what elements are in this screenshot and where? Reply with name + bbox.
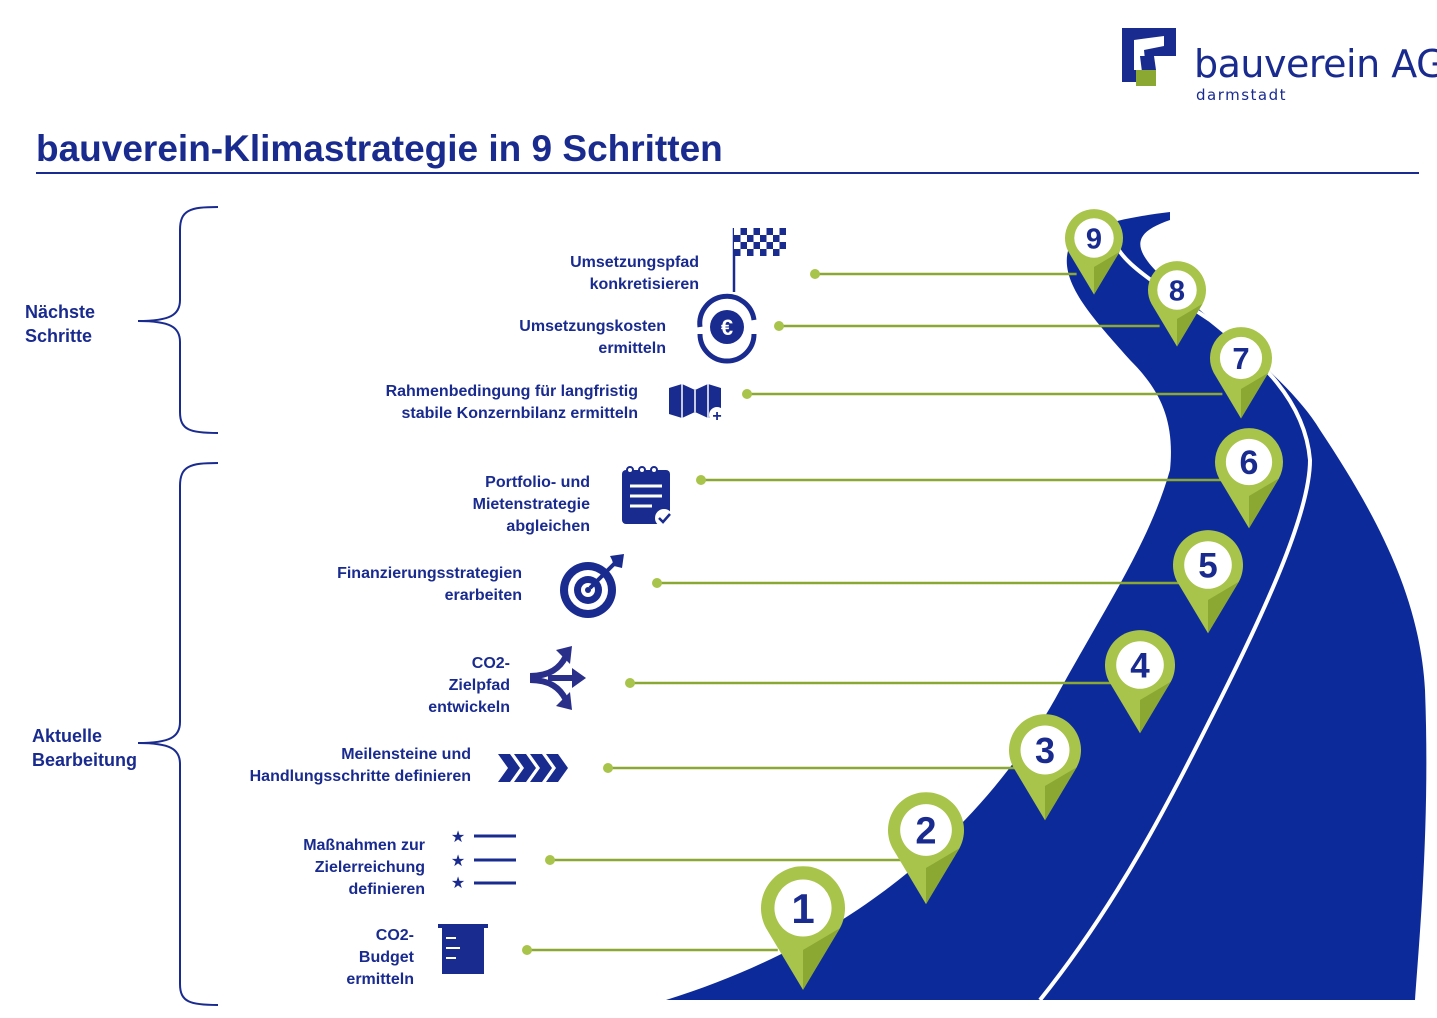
- checklist-icon: [622, 466, 673, 527]
- target-icon: [560, 554, 624, 618]
- page-title: bauverein-Klimastrategie in 9 Schritten: [36, 128, 723, 169]
- step-label-4: CO2- Zielpfad entwickeln: [428, 655, 510, 716]
- svg-text:★: ★: [451, 873, 465, 892]
- map-pin-5: 5: [1173, 530, 1244, 634]
- map-pin-3: 3: [1009, 714, 1081, 821]
- connector-dot-5: [652, 578, 662, 588]
- connector-dot-2: [545, 855, 555, 865]
- step-label-5: Finanzierungsstrategien erarbeiten: [337, 565, 522, 604]
- pin-number-9: 9: [1086, 223, 1102, 255]
- connector-dot-8: [774, 321, 784, 331]
- split-arrows-icon: [529, 646, 586, 710]
- logo-city: darmstadt: [1196, 86, 1288, 104]
- pin-number-7: 7: [1232, 341, 1249, 376]
- map-pin-9: 9: [1065, 209, 1123, 295]
- connector-dot-3: [603, 763, 613, 773]
- group-label-next: Nächste Schritte: [25, 302, 96, 346]
- step-label-7: Rahmenbedingung für langfristig stabile …: [385, 383, 638, 422]
- map-plus-icon: +: [669, 384, 725, 425]
- chevrons-icon: [498, 754, 568, 782]
- map-pin-4: 4: [1105, 630, 1175, 734]
- svg-text:★: ★: [451, 851, 465, 870]
- brace-current: [137, 462, 219, 1006]
- step-label-9: Umsetzungspfad konkretisieren: [570, 254, 699, 293]
- title-divider: [36, 172, 1419, 174]
- pin-number-3: 3: [1035, 730, 1055, 771]
- map-pin-7: 7: [1209, 327, 1272, 419]
- connector-dot-1: [522, 945, 532, 955]
- svg-text:+: +: [712, 408, 721, 425]
- connector-dot-4: [625, 678, 635, 688]
- pin-number-8: 8: [1169, 275, 1185, 307]
- svg-text:€: €: [721, 315, 733, 340]
- star-list-icon: ★ ★ ★: [451, 827, 516, 892]
- euro-icon: €: [697, 293, 757, 364]
- checkered-flag-icon: [732, 228, 786, 292]
- svg-text:★: ★: [451, 827, 465, 846]
- logo-mark: [1122, 28, 1176, 86]
- pin-number-4: 4: [1130, 647, 1150, 686]
- pin-number-1: 1: [791, 885, 814, 932]
- logo-name: bauverein AG: [1194, 42, 1437, 86]
- pin-number-5: 5: [1198, 547, 1217, 586]
- connector-dot-6: [696, 475, 706, 485]
- pin-number-6: 6: [1240, 444, 1259, 482]
- brace-next: [137, 206, 219, 434]
- connector-dot-7: [742, 389, 752, 399]
- step-label-1: CO2- Budget ermitteln: [346, 927, 414, 988]
- map-pin-1: 1: [761, 866, 846, 990]
- pin-number-2: 2: [915, 811, 936, 853]
- step-label-8: Umsetzungskosten ermitteln: [519, 318, 666, 357]
- group-label-current: Aktuelle Bearbeitung: [32, 726, 138, 770]
- step-label-3: Meilensteine und Handlungsschritte defin…: [249, 746, 471, 785]
- connector-dot-9: [810, 269, 820, 279]
- map-pin-8: 8: [1148, 261, 1206, 347]
- beaker-icon: [438, 924, 488, 974]
- map-pin-6: 6: [1215, 428, 1283, 529]
- step-label-2: Maßnahmen zur Zielerreichung definieren: [303, 837, 425, 898]
- map-pin-2: 2: [888, 792, 964, 905]
- step-label-6: Portfolio- und Mietenstrategie abgleiche…: [472, 474, 590, 535]
